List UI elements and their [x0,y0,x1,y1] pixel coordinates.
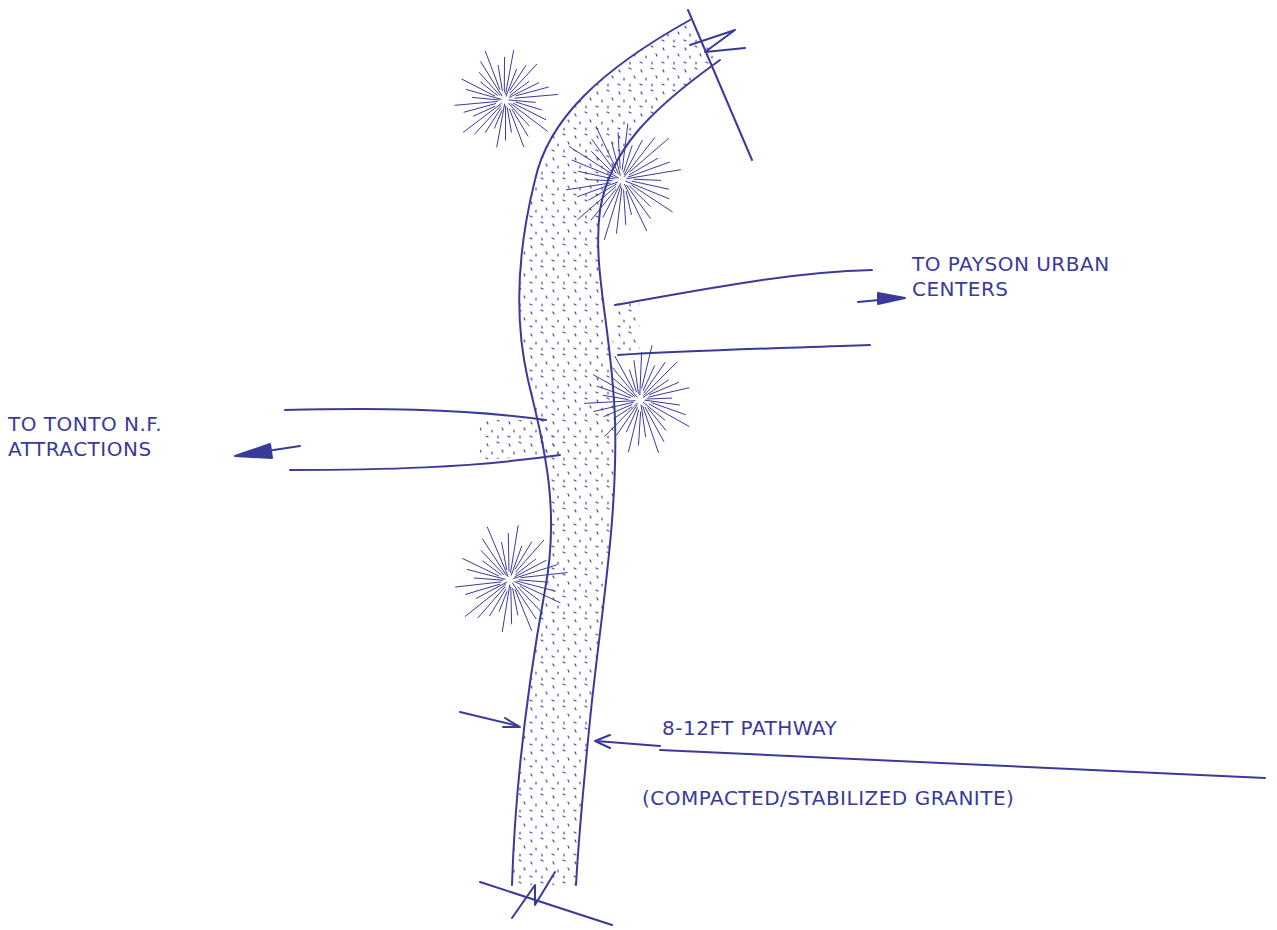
direction-arrow [235,444,272,458]
path-edge [576,60,720,885]
shrub-symbol [566,124,680,240]
shrub-symbol [456,526,567,632]
destination-label: TO TONTO N.F. ATTRACTIONS [8,412,213,462]
destination-label: TO PAYSON URBAN CENTERS [912,252,1142,302]
dimension-arrow [460,712,518,726]
dimension-arrow [503,718,520,727]
shrub-symbol [455,51,558,148]
path-edge [512,20,690,885]
break-line [688,10,752,160]
dimension-label: 8-12FT PATHWAY [662,716,837,741]
branch-edge [615,270,872,305]
break-zigzag [512,872,555,918]
branch-grit [612,300,640,355]
branch-edge [285,409,546,420]
dimension-arrow [595,735,610,748]
direction-arrow [878,293,905,304]
branch-edge [290,455,560,470]
branch-edge [618,345,870,355]
break-zigzag [690,30,745,52]
branch-grit [480,420,560,460]
leader-line [660,750,1265,778]
material-note: (COMPACTED/STABILIZED GRANITE) [642,786,1014,811]
shrub-symbol [585,346,689,453]
granite-fill [512,20,720,885]
